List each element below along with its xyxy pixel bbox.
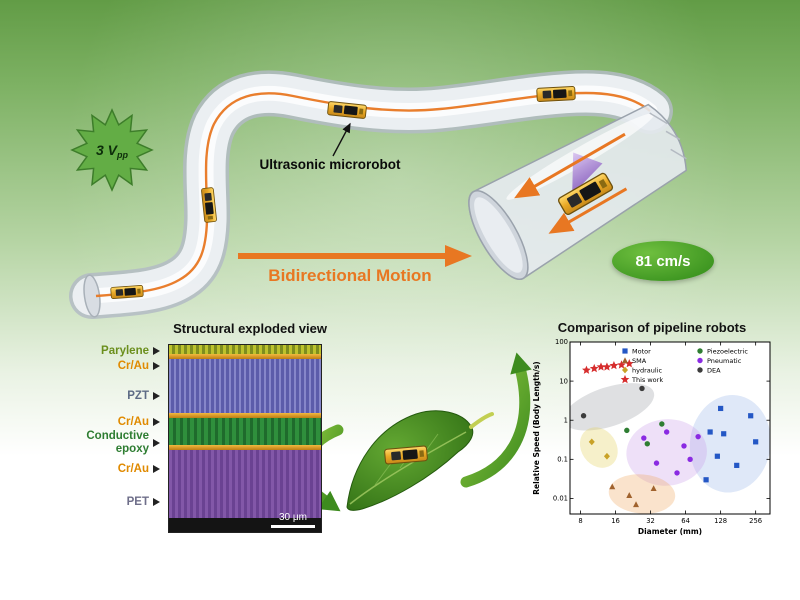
scale-bar: 30 μm xyxy=(271,512,315,528)
svg-text:0.1: 0.1 xyxy=(557,456,568,464)
layer-label-pet: PET xyxy=(55,496,160,509)
layer-label-pzt: PZT xyxy=(55,390,160,403)
svg-text:10: 10 xyxy=(559,377,568,385)
pipe-cross-section xyxy=(468,103,688,280)
layer-substrate xyxy=(169,518,321,532)
microrobot-icon xyxy=(536,85,576,103)
svg-text:128: 128 xyxy=(714,517,727,525)
ultrasound-beam xyxy=(572,152,603,195)
arrow-right-icon xyxy=(153,498,160,507)
svg-text:This work: This work xyxy=(631,376,663,384)
svg-text:16: 16 xyxy=(611,517,620,525)
speed-badge: 81 cm/s xyxy=(612,241,714,281)
scale-bar-label: 30 μm xyxy=(279,512,307,523)
series-piezoelectric xyxy=(624,421,665,447)
svg-text:Motor: Motor xyxy=(632,347,651,355)
layer-pet xyxy=(169,450,321,518)
layer-crau-3 xyxy=(169,445,321,450)
svg-text:SMA: SMA xyxy=(632,357,647,365)
plot-background xyxy=(570,342,770,514)
svg-text:0.01: 0.01 xyxy=(553,495,568,503)
svg-text:8: 8 xyxy=(578,517,582,525)
voltage-burst: 3 Vpp xyxy=(70,108,154,192)
axis-ticks: 8 16 32 64 128 256 0.01 0.1 1 10 100 xyxy=(553,338,770,525)
series-motor xyxy=(703,405,759,483)
series-dea xyxy=(580,385,645,419)
chart-title: Comparison of pipeline robots xyxy=(557,320,747,335)
layer-label-text: PZT xyxy=(127,390,149,402)
callout-arrow xyxy=(332,122,351,157)
layer-conductive-epoxy xyxy=(169,418,321,445)
inner-motion-arrow xyxy=(514,132,626,199)
layer-label-conductive-epoxy: Conductive epoxy xyxy=(55,430,160,455)
svg-text:Pneumatic: Pneumatic xyxy=(707,357,742,365)
exploded-view-title: Structural exploded view xyxy=(173,321,327,336)
layer-parylene xyxy=(169,345,321,354)
sealed-end-crinkle xyxy=(649,112,687,160)
voltage-label: 3 Vpp xyxy=(96,142,129,160)
microrobot-icon xyxy=(383,445,429,465)
arrow-right-icon xyxy=(153,392,160,401)
microrobot-callout-label: Ultrasonic microrobot xyxy=(259,157,401,172)
svg-text:1: 1 xyxy=(564,416,568,424)
cycle-arrow-right xyxy=(460,352,532,488)
series-sma xyxy=(609,483,657,508)
layer-label-crau-3: Cr/Au xyxy=(55,463,160,476)
layer-label-crau-1: Cr/Au xyxy=(55,360,160,373)
layer-label-text: Parylene xyxy=(101,345,149,357)
series-hydraulic xyxy=(588,438,610,460)
arrow-right-icon xyxy=(153,418,160,427)
svg-text:32: 32 xyxy=(646,517,655,525)
microrobot-icon xyxy=(110,284,144,300)
layer-label-parylene: Parylene xyxy=(55,345,160,358)
layer-crau-2 xyxy=(169,413,321,418)
series-this-work xyxy=(582,359,634,374)
leaf-petiole xyxy=(469,412,494,429)
layer-stack-image: 30 μm xyxy=(168,344,322,533)
arrow-right-icon xyxy=(153,362,160,371)
layer-label-text: Cr/Au xyxy=(117,360,149,372)
layer-label-text: Cr/Au xyxy=(117,416,149,428)
plot-frame xyxy=(569,341,771,515)
svg-text:256: 256 xyxy=(749,517,762,525)
svg-text:100: 100 xyxy=(555,338,568,346)
layer-label-crau-2: Cr/Au xyxy=(55,416,160,429)
layer-crau-1 xyxy=(169,354,321,359)
motion-direction-label: Bidirectional Motion xyxy=(268,266,432,285)
arrow-right-icon xyxy=(153,347,160,356)
arrow-right-icon xyxy=(153,438,160,447)
layer-label-text: Cr/Au xyxy=(117,463,149,475)
layer-pzt xyxy=(169,359,321,413)
series-pneumatic xyxy=(641,429,701,476)
svg-text:64: 64 xyxy=(681,517,690,525)
svg-text:hydraulic: hydraulic xyxy=(632,366,662,374)
layer-label-text: PET xyxy=(126,496,149,508)
chart-points xyxy=(580,359,759,508)
layer-label-text: Conductive epoxy xyxy=(86,430,149,455)
leaf-illustration xyxy=(346,410,494,511)
y-axis-title: Relative Speed (Body Length/s) xyxy=(532,361,541,494)
svg-text:DEA: DEA xyxy=(707,366,721,374)
arrow-right-icon xyxy=(153,465,160,474)
scale-bar-line xyxy=(271,525,315,528)
inner-motion-arrow xyxy=(548,187,628,234)
bidirectional-arrow xyxy=(238,245,472,267)
x-axis-title: Diameter (mm) xyxy=(638,527,702,536)
svg-text:Piezoelectric: Piezoelectric xyxy=(707,347,748,355)
